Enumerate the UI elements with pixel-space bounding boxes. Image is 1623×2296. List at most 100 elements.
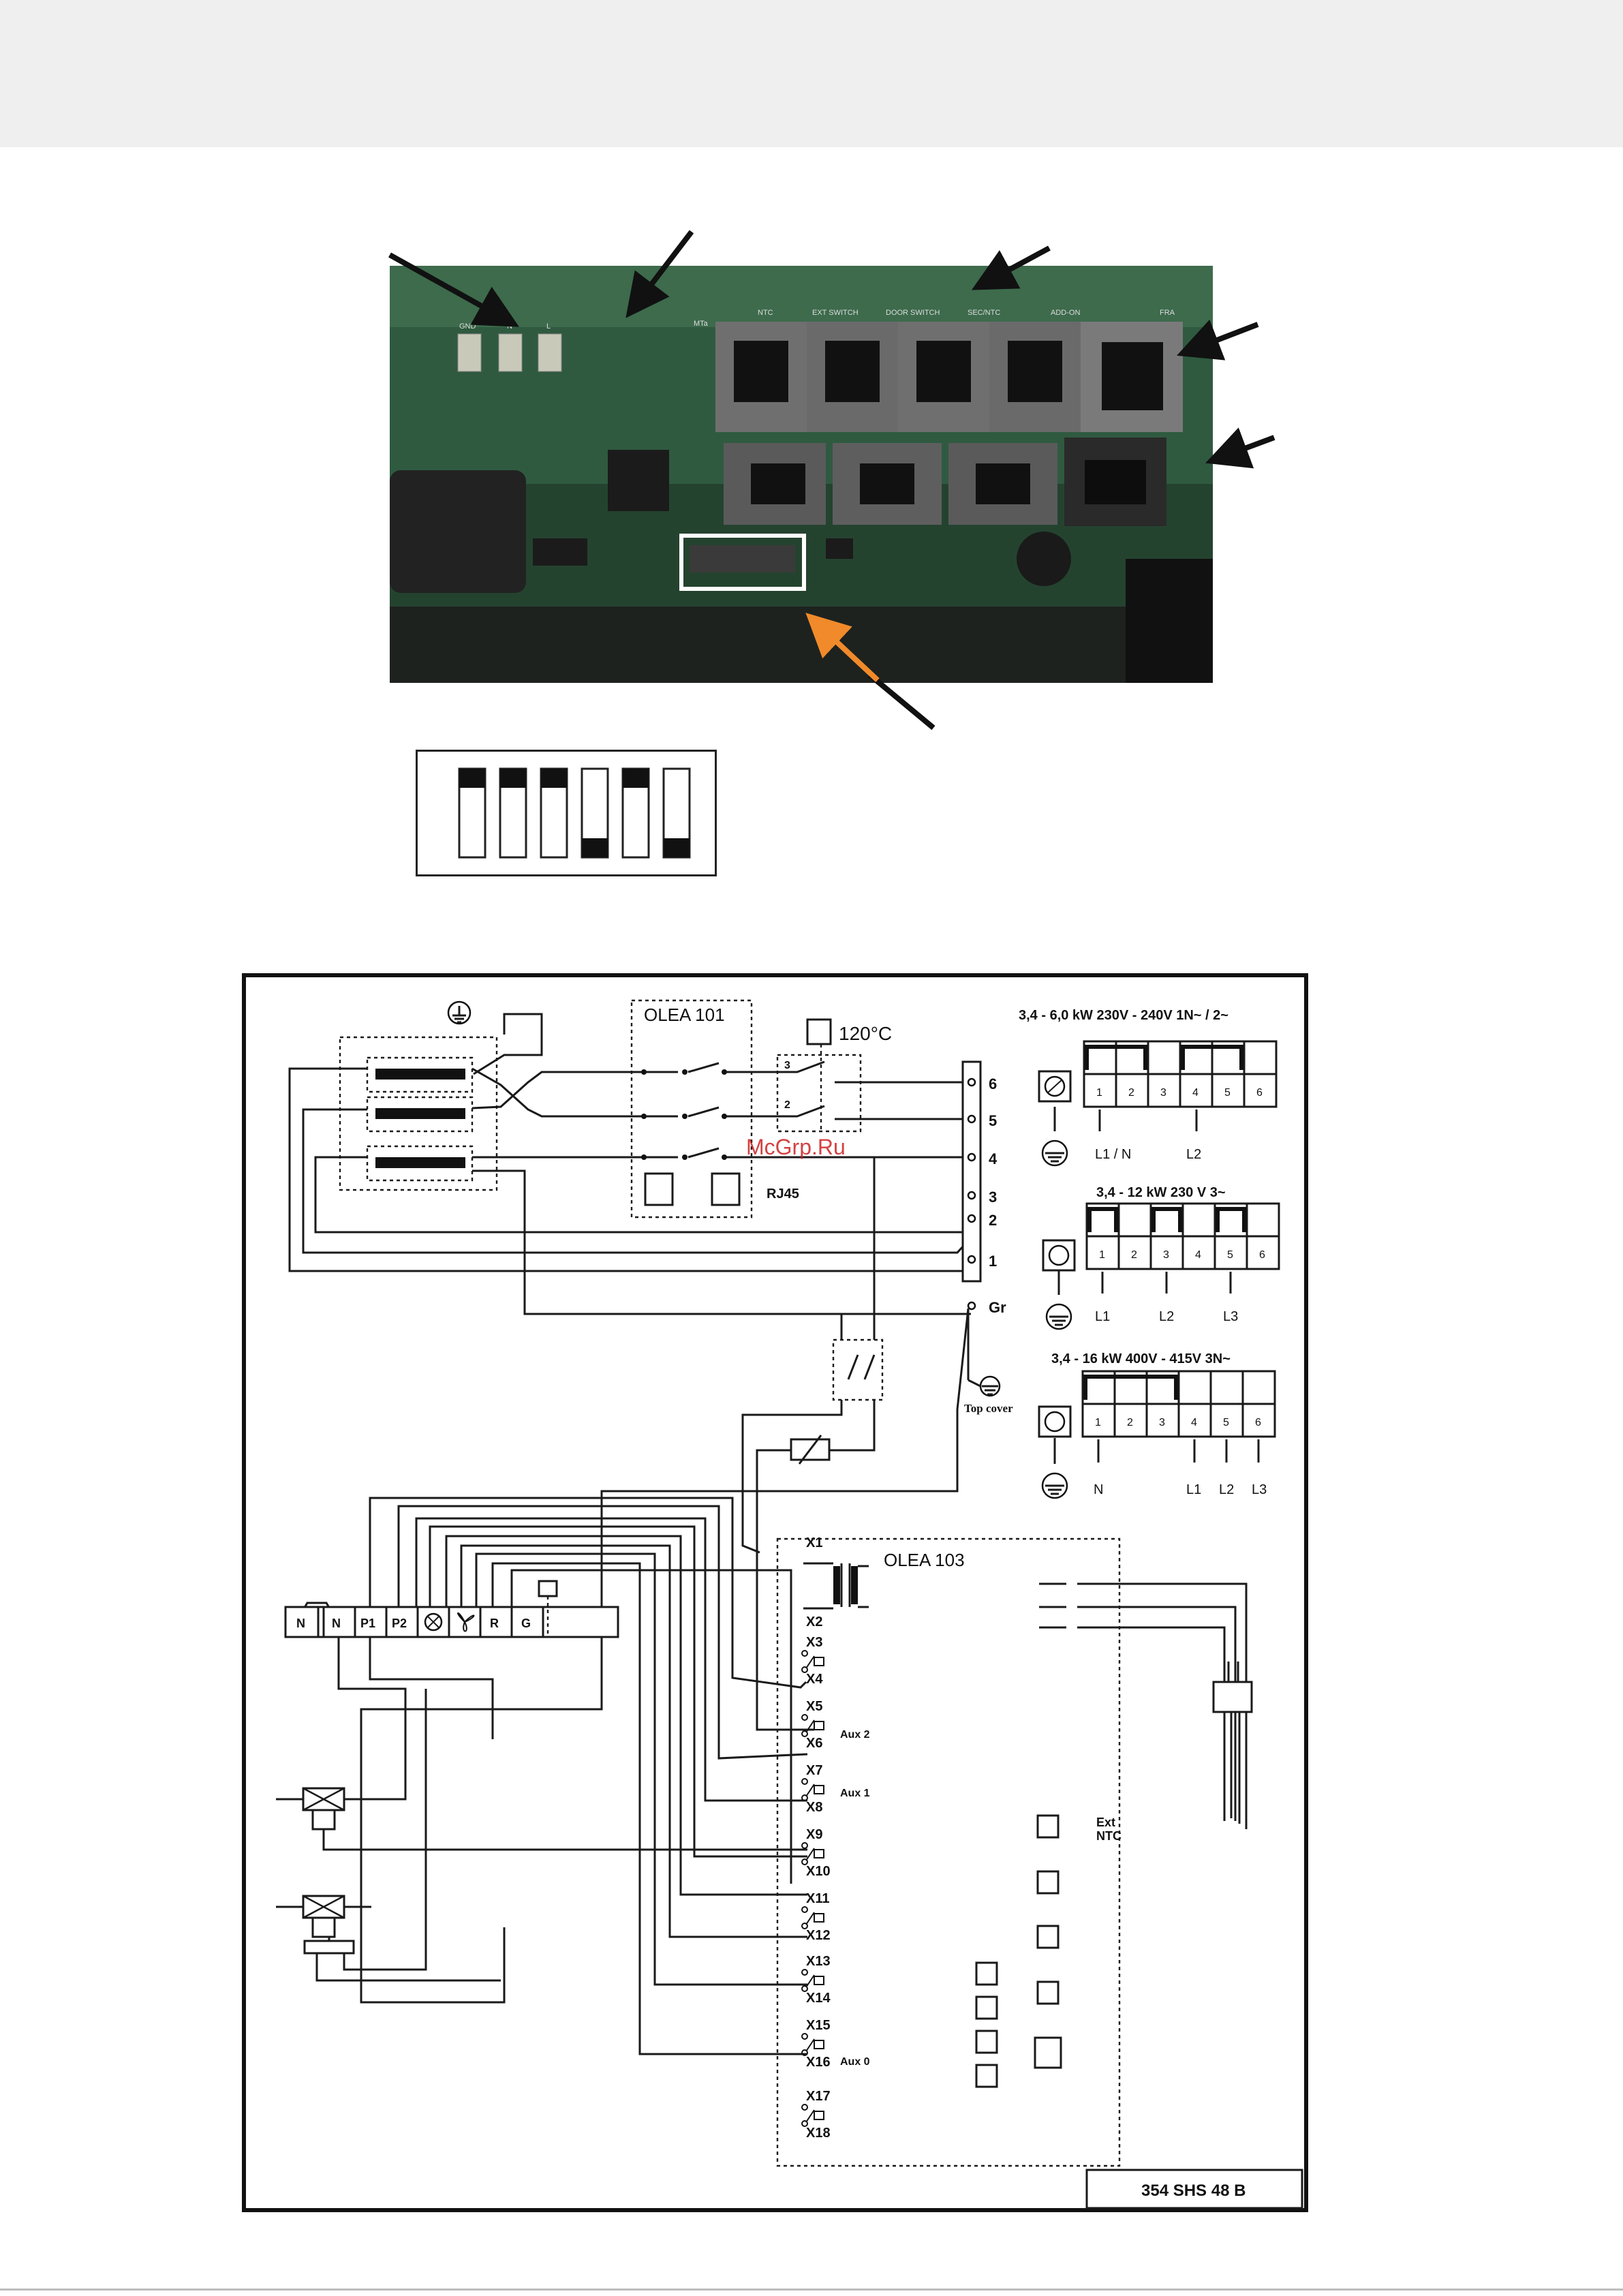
x-label-bottom: X8 — [806, 1800, 822, 1815]
heating-elements — [339, 1000, 543, 1191]
block2-label-l2: L2 — [1159, 1309, 1174, 1324]
wiring-diagram: OLEA 101 RJ45 120°C 3 2 6 5 4 3 2 1 — [242, 973, 1308, 2212]
x-label-top: X3 — [806, 1635, 822, 1650]
x-label-top: X1 — [806, 1535, 822, 1550]
rj-socket-row-bottom — [724, 438, 1166, 526]
dip-switch-3 — [540, 767, 568, 859]
block3-num-4: 4 — [1191, 1417, 1197, 1428]
block3-num-2: 2 — [1127, 1417, 1133, 1428]
x-label-top: X17 — [806, 2089, 831, 2104]
x-label-top: X7 — [806, 1763, 822, 1778]
block1-num-3: 3 — [1160, 1087, 1166, 1099]
dip-switch-4 — [581, 767, 609, 859]
terminal-6: 6 — [989, 1075, 997, 1092]
x-label-bottom: X14 — [806, 1991, 831, 2006]
footer-line — [0, 2289, 1623, 2291]
terminal-2: 2 — [989, 1212, 997, 1229]
block2-num-4: 4 — [1195, 1249, 1201, 1261]
block3-label-l2: L2 — [1219, 1482, 1234, 1497]
conn-g: G — [521, 1617, 531, 1630]
label-ntc: NTC — [758, 309, 773, 317]
block1-num-5: 5 — [1224, 1087, 1231, 1099]
terminal-5: 5 — [989, 1112, 997, 1129]
arrow-right-socket — [1205, 427, 1276, 469]
terminal-block-2: 3,4 - 12 kW 230 V 3~ 1 2 3 4 5 6 L1 L2 L… — [1042, 1185, 1280, 1330]
conn-r: R — [490, 1617, 499, 1630]
label-gnd: GND — [459, 322, 476, 331]
block3-num-5: 5 — [1223, 1417, 1229, 1428]
label-n: N — [507, 322, 512, 331]
block3-label-l3: L3 — [1252, 1482, 1267, 1497]
label-fra: FRA — [1160, 309, 1175, 317]
olea-103-label: OLEA 103 — [884, 1550, 965, 1570]
block1-num-1: 1 — [1096, 1087, 1102, 1099]
rj45-label: RJ45 — [767, 1187, 799, 1201]
control-wiring — [337, 1497, 808, 2055]
overheat-contact-3: 3 — [784, 1060, 790, 1071]
label-mta: MTa — [694, 320, 709, 328]
lamp-icon — [424, 1612, 443, 1632]
block2-num-1: 1 — [1099, 1249, 1105, 1261]
block3-num-6: 6 — [1255, 1417, 1261, 1428]
olea-101-label: OLEA 101 — [644, 1005, 725, 1025]
x-label-bottom: X2 — [806, 1614, 822, 1629]
drawing-number: 354 SHS 48 B — [1141, 2182, 1246, 2200]
x-label-bottom: X16 — [806, 2055, 831, 2070]
terminal-4: 4 — [989, 1150, 998, 1167]
valve-2 — [276, 1689, 501, 1982]
dip-switch-5 — [621, 767, 650, 859]
block1-label-l2: L2 — [1186, 1147, 1201, 1162]
x-label-bottom: X6 — [806, 1736, 822, 1751]
dip-switch-6 — [662, 767, 691, 859]
ground-gr-label: Gr — [989, 1299, 1006, 1316]
block2-title: 3,4 - 12 kW 230 V 3~ — [1096, 1185, 1226, 1200]
aux-2-label: Aux 2 — [840, 1729, 870, 1741]
aux-1-label: Aux 1 — [840, 1788, 870, 1799]
block1-num-6: 6 — [1256, 1087, 1263, 1099]
block2-label-l1: L1 — [1095, 1309, 1110, 1324]
x-label-top: X13 — [806, 1954, 831, 1969]
valve-1 — [276, 1787, 807, 1851]
block2-label-l3: L3 — [1223, 1309, 1238, 1324]
block2-num-3: 3 — [1163, 1249, 1169, 1261]
ext-ntc-label-2: NTC — [1096, 1829, 1122, 1843]
block3-num-1: 1 — [1095, 1417, 1101, 1428]
control-board-photo: GND N L MTa NTC EXT SWITCH DOOR SWITCH S… — [390, 266, 1213, 683]
block1-num-2: 2 — [1128, 1087, 1134, 1099]
block3-label-l1: L1 — [1186, 1482, 1201, 1497]
label-l: L — [546, 322, 551, 331]
label-add-on: ADD-ON — [1051, 309, 1080, 317]
aux-0-label: Aux 0 — [840, 2056, 870, 2068]
x-label-bottom: X18 — [806, 2126, 831, 2141]
conn-p1: P1 — [360, 1617, 375, 1630]
terminal-block-3: 3,4 - 16 kW 400V - 415V 3N~ 1 2 3 4 5 6 … — [1038, 1351, 1276, 1499]
door-switch-fuse — [741, 1157, 884, 1731]
terminal-block-1: 3,4 - 6,0 kW 230V - 240V 1N~ / 2~ 1 2 3 … — [1019, 1008, 1278, 1167]
block2-num-5: 5 — [1227, 1249, 1233, 1261]
olea-101-relay: OLEA 101 RJ45 — [569, 999, 971, 1219]
conn-n1: N — [296, 1617, 305, 1630]
dip-switch-2 — [499, 767, 527, 859]
dip-switch-diagram — [416, 750, 717, 876]
ext-ntc-label-1: Ext — [1096, 1816, 1115, 1829]
x-label-top: X15 — [806, 2018, 831, 2033]
overheat-cutout: 120°C 3 2 — [773, 1018, 971, 1133]
terminal-bar: 6 5 4 3 2 1 Gr Top cover — [360, 1060, 1013, 2004]
header-band — [0, 0, 1623, 147]
watermark: McGrp.Ru — [746, 1135, 846, 1159]
block3-num-3: 3 — [1159, 1417, 1165, 1428]
block2-num-2: 2 — [1131, 1249, 1137, 1261]
fan-icon — [457, 1612, 475, 1632]
conn-n2: N — [332, 1617, 341, 1630]
x-label-top: X11 — [806, 1891, 829, 1906]
dip-switch-1 — [458, 767, 486, 859]
block1-title: 3,4 - 6,0 kW 230V - 240V 1N~ / 2~ — [1019, 1008, 1228, 1023]
sensor-probe — [1077, 1582, 1253, 1829]
